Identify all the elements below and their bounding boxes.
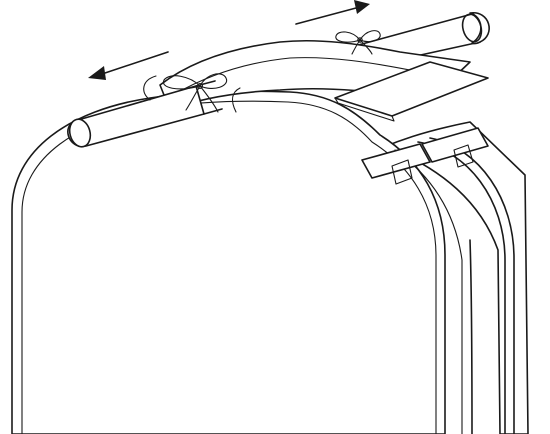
- arrow-right: [295, 0, 370, 25]
- strap-slots: [361, 127, 489, 185]
- label-tag: [334, 61, 489, 122]
- cover-body: [11, 90, 473, 434]
- rod-front: [67, 80, 223, 148]
- tie-bow-left: [162, 73, 228, 113]
- tie-bows: [143, 30, 381, 113]
- motion-arrows: [88, 0, 370, 80]
- arrow-left: [88, 51, 169, 80]
- tie-bow-right: [335, 30, 381, 55]
